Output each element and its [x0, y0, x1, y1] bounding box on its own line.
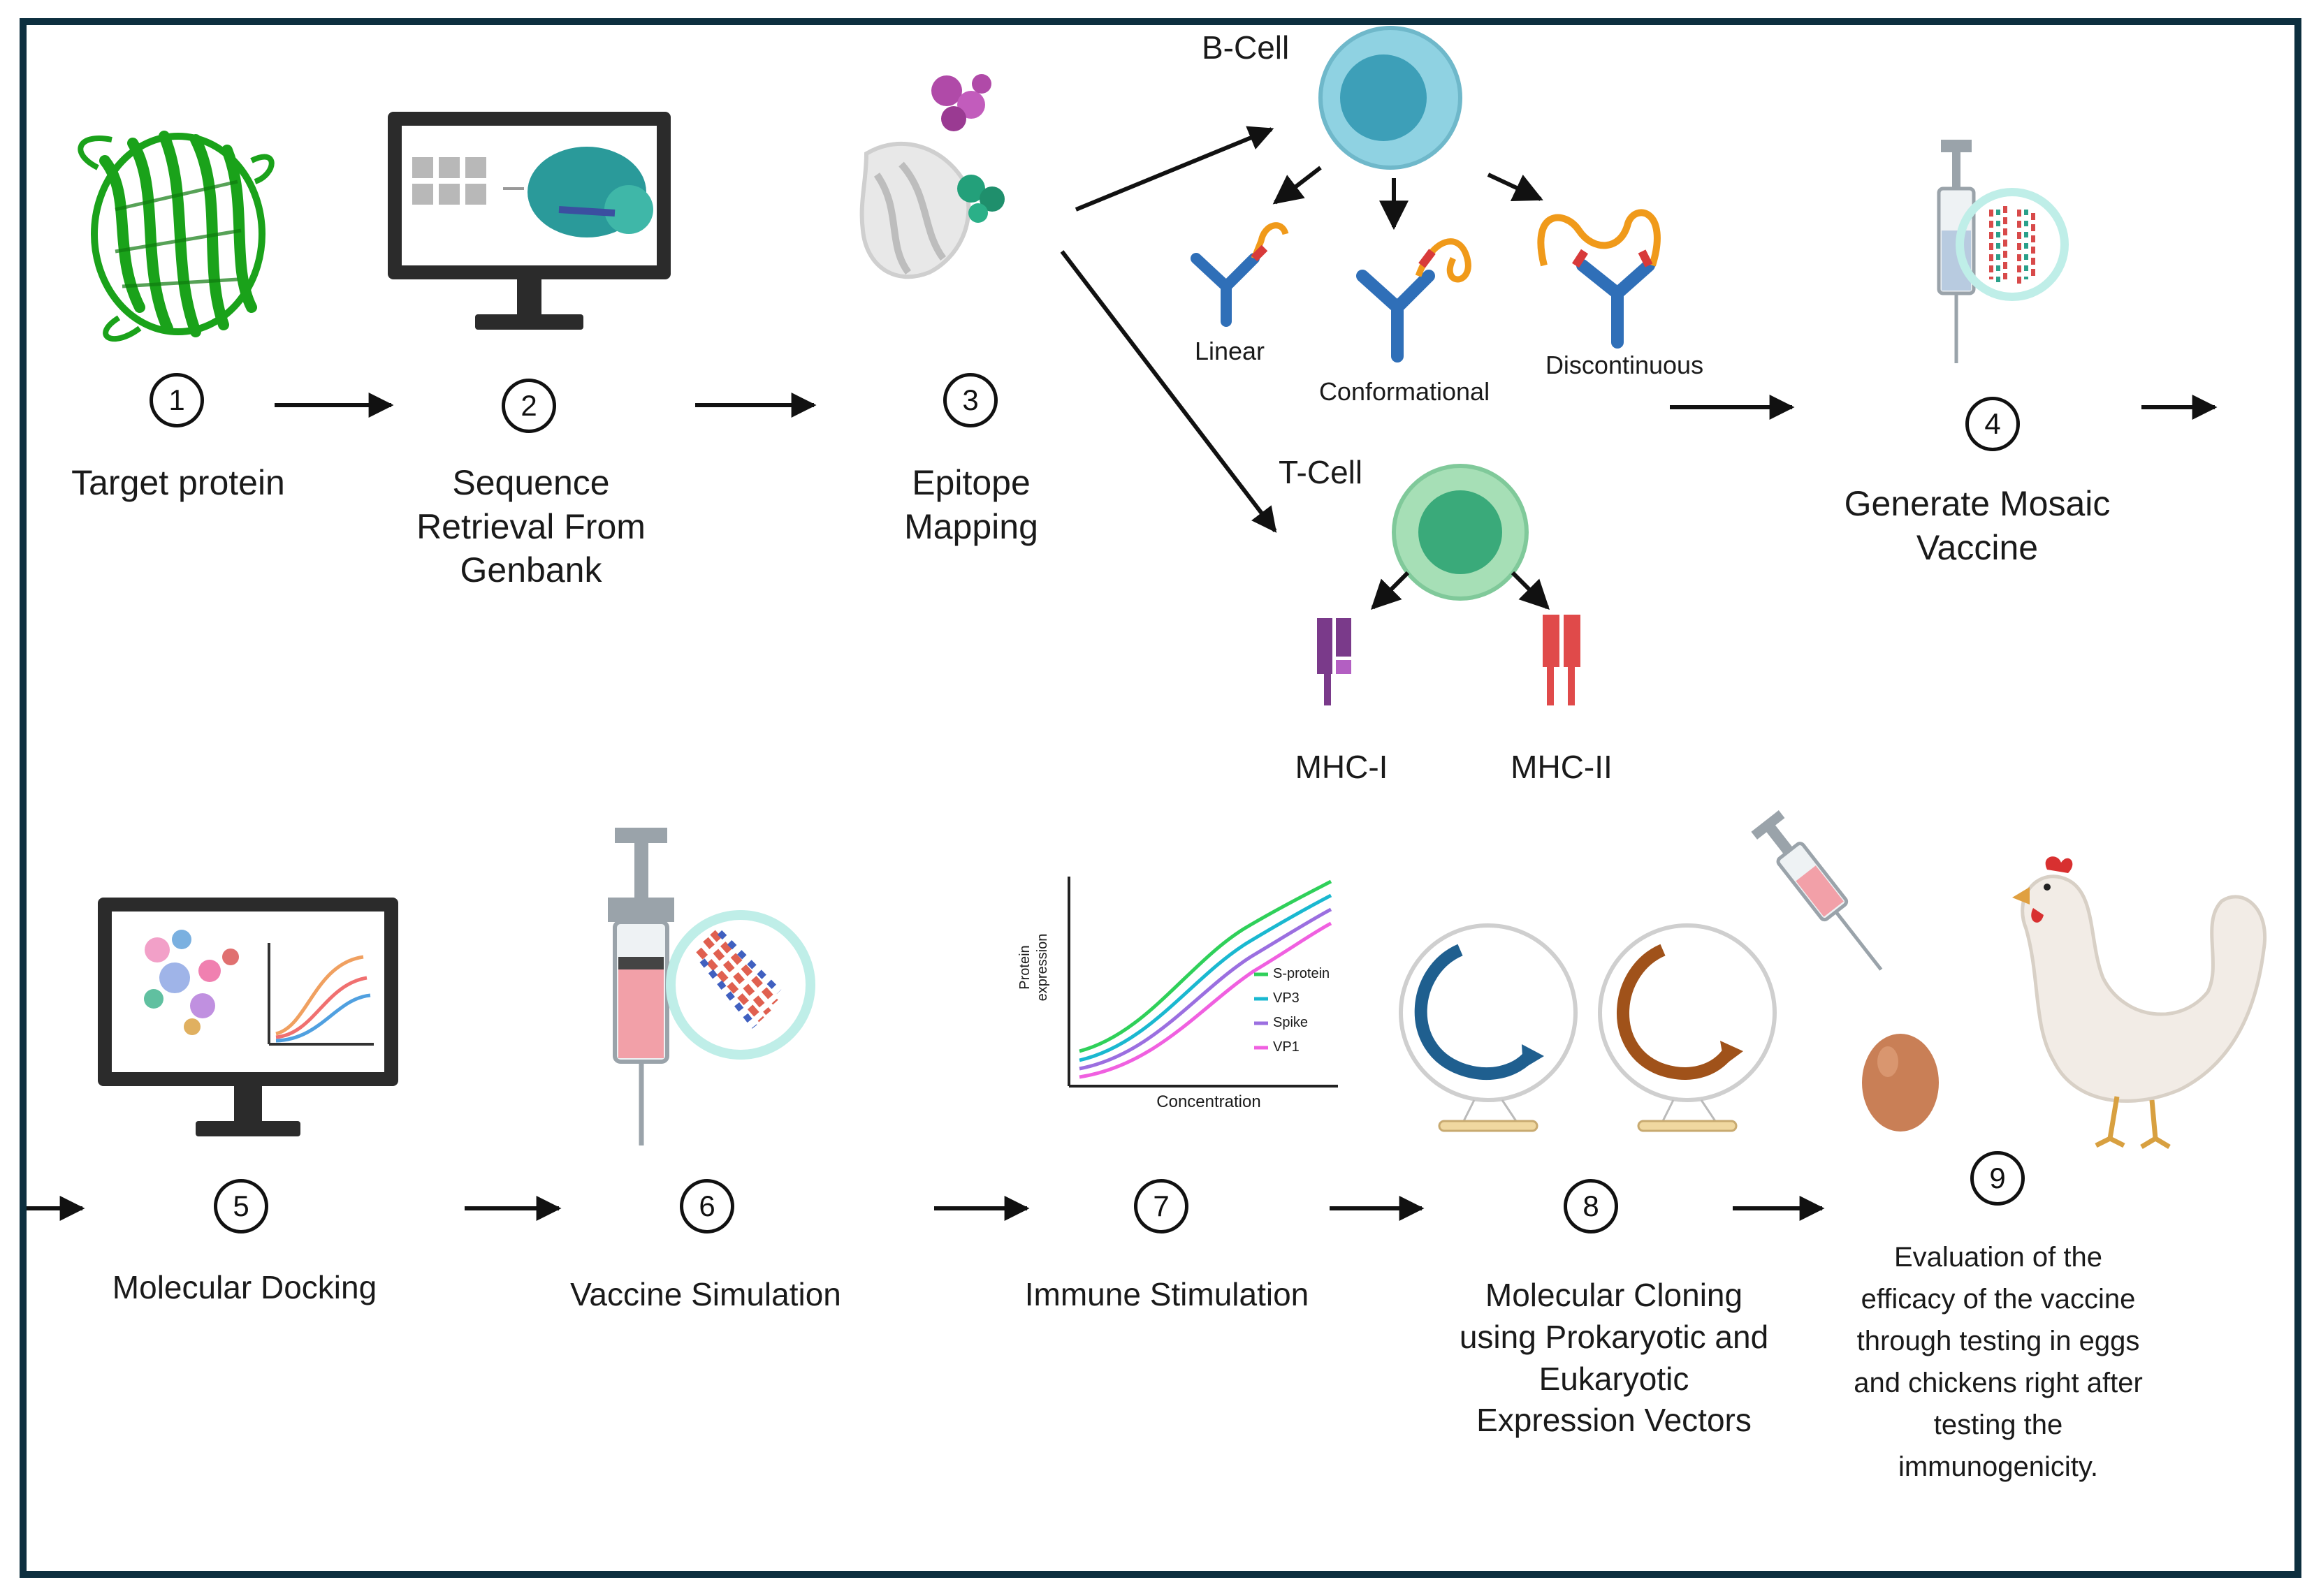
step-label-3: Epitope Mapping [904, 463, 1038, 546]
arrow-3-tcell [1060, 250, 1277, 533]
inset-legend-entry-4: VP1 [1273, 1039, 1300, 1055]
step-label-4: Generate Mosaic Vaccine [1844, 484, 2111, 567]
vp3-curve [1079, 893, 1332, 1062]
epitope-protein-icon [859, 74, 1005, 279]
target-protein-icon [78, 131, 275, 342]
step-number-9: 9 [1970, 1151, 2025, 1206]
b-cell-title: B-Cell [1202, 29, 1290, 66]
step-label-1: Target protein [71, 463, 285, 502]
discontinuous-antibody-icon [1537, 209, 1661, 349]
step-number-7: 7 [1134, 1179, 1188, 1233]
step-number-4: 4 [1965, 397, 2020, 451]
molecular-docking-monitor-icon [98, 898, 398, 1136]
step-label-8: Molecular Cloning using Prokaryotic and … [1459, 1277, 1769, 1439]
inset-legend-entry-1: S-protein [1273, 966, 1330, 981]
mosaic-vaccine-syringe-icon [1937, 140, 2069, 363]
step-label-9: Evaluation of the efficacy of the vaccin… [1854, 1242, 2143, 1482]
inset-legend-entry-2: VP3 [1273, 990, 1300, 1006]
inset-chart-xlabel: Concentration [1156, 1092, 1261, 1111]
b-cell-icon [1318, 26, 1462, 170]
linear-antibody-icon [1191, 222, 1289, 327]
arrow-tcell-mhc1 [1371, 571, 1410, 610]
eukaryotic-plasmid-icon [1598, 923, 1777, 1132]
prokaryotic-plasmid-icon [1399, 923, 1578, 1132]
monitor-sequence-icon [388, 112, 671, 330]
conformational-antibody-icon [1356, 238, 1471, 363]
mhc-ii-icon [1543, 615, 1580, 705]
step-number-6: 6 [680, 1179, 734, 1233]
step-number-1: 1 [150, 373, 204, 427]
egg-icon [1862, 1034, 1939, 1132]
epitope-label-linear: Linear [1194, 337, 1265, 365]
s-protein-curve [1079, 879, 1332, 1053]
mhc-ii-label: MHC-II [1511, 749, 1613, 785]
step-label-2: Sequence Retrieval From Genbank [416, 463, 646, 590]
evaluation-syringe-icon [1751, 810, 1883, 971]
mhc-i-icon [1317, 618, 1351, 705]
epitope-label-discontinuous: Discontinuous [1545, 351, 1704, 379]
t-cell-icon [1392, 464, 1529, 601]
arrow-bcell-linear [1272, 166, 1322, 205]
step-number-2: 2 [502, 379, 556, 433]
step-number-3: 3 [943, 373, 998, 427]
arrow-tcell-mhc2 [1511, 571, 1550, 610]
t-cell-title: T-Cell [1279, 454, 1363, 490]
arrow-bcell-discontinuous [1487, 173, 1543, 202]
step-label-5: Molecular Docking [112, 1269, 377, 1305]
vp1-curve [1079, 921, 1332, 1079]
inset-chart-ylabel: Protein expression [1017, 933, 1050, 1002]
immune-stimulation-chart [1068, 877, 1338, 1088]
inset-legend-entry-3: Spike [1273, 1015, 1309, 1030]
step-label-6: Vaccine Simulation [570, 1276, 841, 1312]
flow-arrows [27, 126, 2218, 1221]
step-number-5: 5 [214, 1179, 268, 1233]
step-number-8: 8 [1564, 1179, 1618, 1233]
spike-curve [1079, 907, 1332, 1071]
mhc-i-label: MHC-I [1295, 749, 1388, 785]
arrow-3-bcell [1075, 126, 1274, 212]
epitope-label-conformational: Conformational [1318, 377, 1490, 406]
step-label-7: Immune Stimulation [1024, 1276, 1309, 1312]
chicken-icon [2012, 856, 2267, 1150]
vaccine-simulation-syringe-icon [608, 828, 815, 1145]
